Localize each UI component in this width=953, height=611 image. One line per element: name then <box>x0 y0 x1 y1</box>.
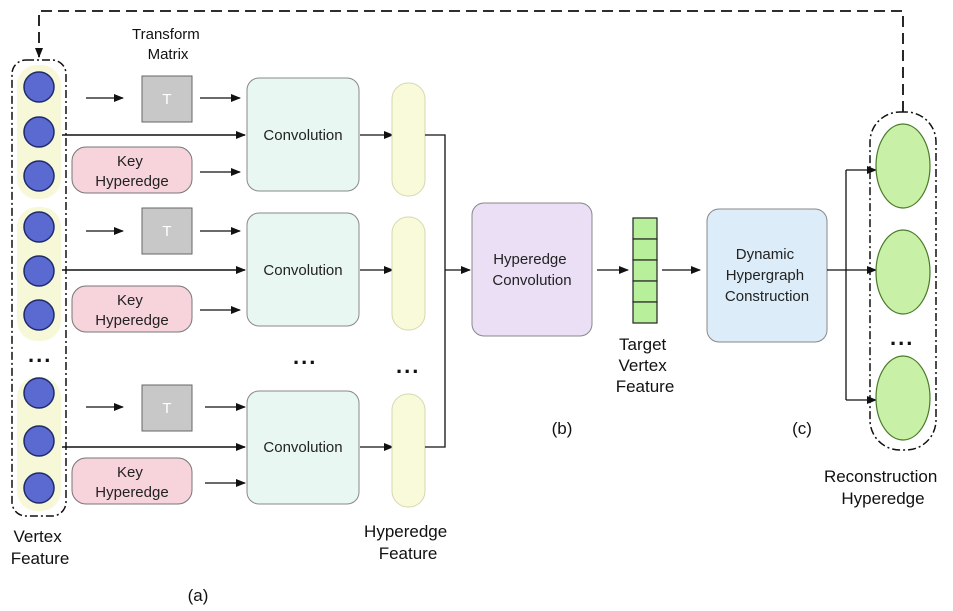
dynamic-construction-label-line-3: Construction <box>725 288 809 305</box>
part-b-label: (b) <box>552 419 573 438</box>
key-hyperedge-label-line-2: Hyperedge <box>95 173 168 190</box>
dynamic-construction-label-line-1: Dynamic <box>736 246 795 263</box>
hyperedge-feature-ellipsis: ... <box>396 353 420 378</box>
target-vertex-feature-label-line-3: Feature <box>616 377 675 396</box>
target-feature-cell <box>632 238 658 261</box>
vertex-node <box>23 211 55 243</box>
convolution-label: Convolution <box>263 262 342 279</box>
vertex-feature-label-line-2: Feature <box>11 549 70 568</box>
vertex-node <box>23 71 55 103</box>
vertex-node <box>23 116 55 148</box>
target-vertex-feature-label: Target Vertex Feature <box>616 335 675 396</box>
transform-box <box>141 384 193 432</box>
vertex-node <box>23 255 55 287</box>
vertex-ellipsis: ... <box>28 342 52 367</box>
convolution-box <box>246 212 360 327</box>
key-hyperedge-label-line-1: Key <box>117 292 143 309</box>
dynamic-construction-label: Dynamic Hypergraph Construction <box>725 246 809 305</box>
vertex-feature-label: Vertex Feature <box>11 527 70 568</box>
key-hyperedge-label-line-2: Hyperedge <box>95 312 168 329</box>
vertex-node <box>23 377 55 409</box>
part-c-label: (c) <box>792 419 812 438</box>
transform-symbol: T <box>162 223 171 240</box>
merge-line-top <box>425 134 446 270</box>
convolution-label: Convolution <box>263 127 342 144</box>
reconstruction-node <box>875 229 931 315</box>
transform-symbol: T <box>162 91 171 108</box>
target-feature-cell <box>632 217 658 240</box>
part-a-label: (a) <box>188 586 209 605</box>
dashed-feedback-arrow-icon <box>35 10 904 112</box>
target-feature-cell <box>632 280 658 303</box>
merge-line-bottom <box>425 270 446 448</box>
target-vertex-feature-label-line-1: Target <box>619 335 667 354</box>
hyperedge-convolution-label: Hyperedge Convolution <box>492 251 571 289</box>
hyperedge-convolution-label-line-1: Hyperedge <box>493 251 566 268</box>
convolution-box <box>246 390 360 505</box>
transform-box <box>141 207 193 255</box>
vertex-node <box>23 472 55 504</box>
hyperedge-feature-bar <box>391 82 426 197</box>
key-hyperedge-label: Key Hyperedge <box>95 292 168 329</box>
convolution-box <box>246 77 360 192</box>
reconstruction-hyperedge-label: Reconstruction Hyperedge <box>824 467 942 508</box>
dynamic-construction-box <box>706 208 828 343</box>
vertex-feature-column: ... Vertex Feature <box>11 59 70 568</box>
key-hyperedge-label-line-1: Key <box>117 464 143 481</box>
target-feature-cell <box>632 259 658 282</box>
merge-connector <box>425 134 471 448</box>
hyperedge-convolution-box <box>471 202 593 337</box>
target-vertex-feature-stack <box>632 217 658 324</box>
reconstruction-connector <box>827 166 877 404</box>
convolution-ellipsis: ... <box>293 344 317 369</box>
reconstruction-ellipsis: ... <box>890 325 914 350</box>
key-hyperedge-label-line-1: Key <box>117 153 143 170</box>
hyperedge-feature-bar <box>391 393 426 508</box>
reconstruction-hyperedge-label-line-2: Hyperedge <box>841 489 924 508</box>
transform-matrix-label: Transform Matrix <box>132 26 204 63</box>
transform-box <box>141 75 193 123</box>
hyperedge-feature-label: Hyperedge Feature <box>364 522 452 563</box>
reconstruction-node <box>875 355 931 441</box>
transform-matrix-label-line-2: Matrix <box>148 46 189 63</box>
reconstruction-node <box>875 123 931 209</box>
target-feature-cell <box>632 301 658 324</box>
target-vertex-feature-label-line-2: Vertex <box>619 356 668 375</box>
key-hyperedge-label: Key Hyperedge <box>95 153 168 190</box>
dynamic-construction-label-line-2: Hypergraph <box>726 267 804 284</box>
vertex-node <box>23 425 55 457</box>
hyperedge-convolution-label-line-2: Convolution <box>492 272 571 289</box>
key-hyperedge-label: Key Hyperedge <box>95 464 168 501</box>
reconstruction-hyperedge-column: ... <box>869 111 937 451</box>
key-hyperedge-box <box>71 285 193 333</box>
vertex-node <box>23 299 55 331</box>
convolution-label: Convolution <box>263 439 342 456</box>
vertex-node <box>23 160 55 192</box>
hyperedge-feature-bar <box>391 216 426 331</box>
reconstruction-hyperedge-label-line-1: Reconstruction <box>824 467 937 486</box>
branch-row-2: T Key Hyperedge Convolution <box>62 207 426 333</box>
transform-symbol: T <box>162 400 171 417</box>
hyperedge-feature-label-line-2: Feature <box>379 544 438 563</box>
vertex-column-border <box>11 59 67 517</box>
hyperedge-feature-label-line-1: Hyperedge <box>364 522 447 541</box>
vertex-feature-label-line-1: Vertex <box>14 527 63 546</box>
branch-row-3: T Key Hyperedge Convolution <box>62 384 426 508</box>
transform-matrix-label-line-1: Transform <box>132 26 200 43</box>
key-hyperedge-label-line-2: Hyperedge <box>95 484 168 501</box>
key-hyperedge-box <box>71 146 193 194</box>
branch-row-1: T Key Hyperedge Convolution <box>62 75 426 197</box>
key-hyperedge-box <box>71 457 193 505</box>
